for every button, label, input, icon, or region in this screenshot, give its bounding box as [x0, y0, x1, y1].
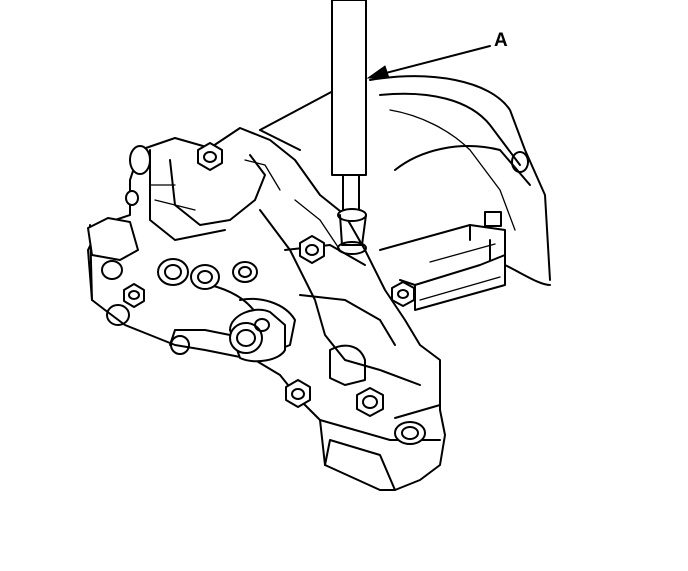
tool-rod	[331, 0, 367, 255]
left-flange	[87, 217, 190, 355]
pump-body	[87, 127, 446, 491]
bolt-left	[123, 283, 145, 308]
bolt-top-left	[197, 142, 223, 171]
bores	[125, 145, 258, 290]
mount-foot	[394, 404, 441, 445]
right-rail	[379, 211, 506, 311]
bolts	[123, 142, 415, 417]
bolt-lower-left	[285, 379, 311, 408]
bolt-lower-right	[356, 387, 384, 417]
callout-a-label: A	[494, 30, 508, 51]
front-boss	[229, 308, 286, 363]
callout-a-leader	[366, 45, 491, 79]
bolt-right	[391, 281, 415, 307]
bolt-center	[299, 235, 325, 264]
housing-background	[259, 75, 551, 286]
